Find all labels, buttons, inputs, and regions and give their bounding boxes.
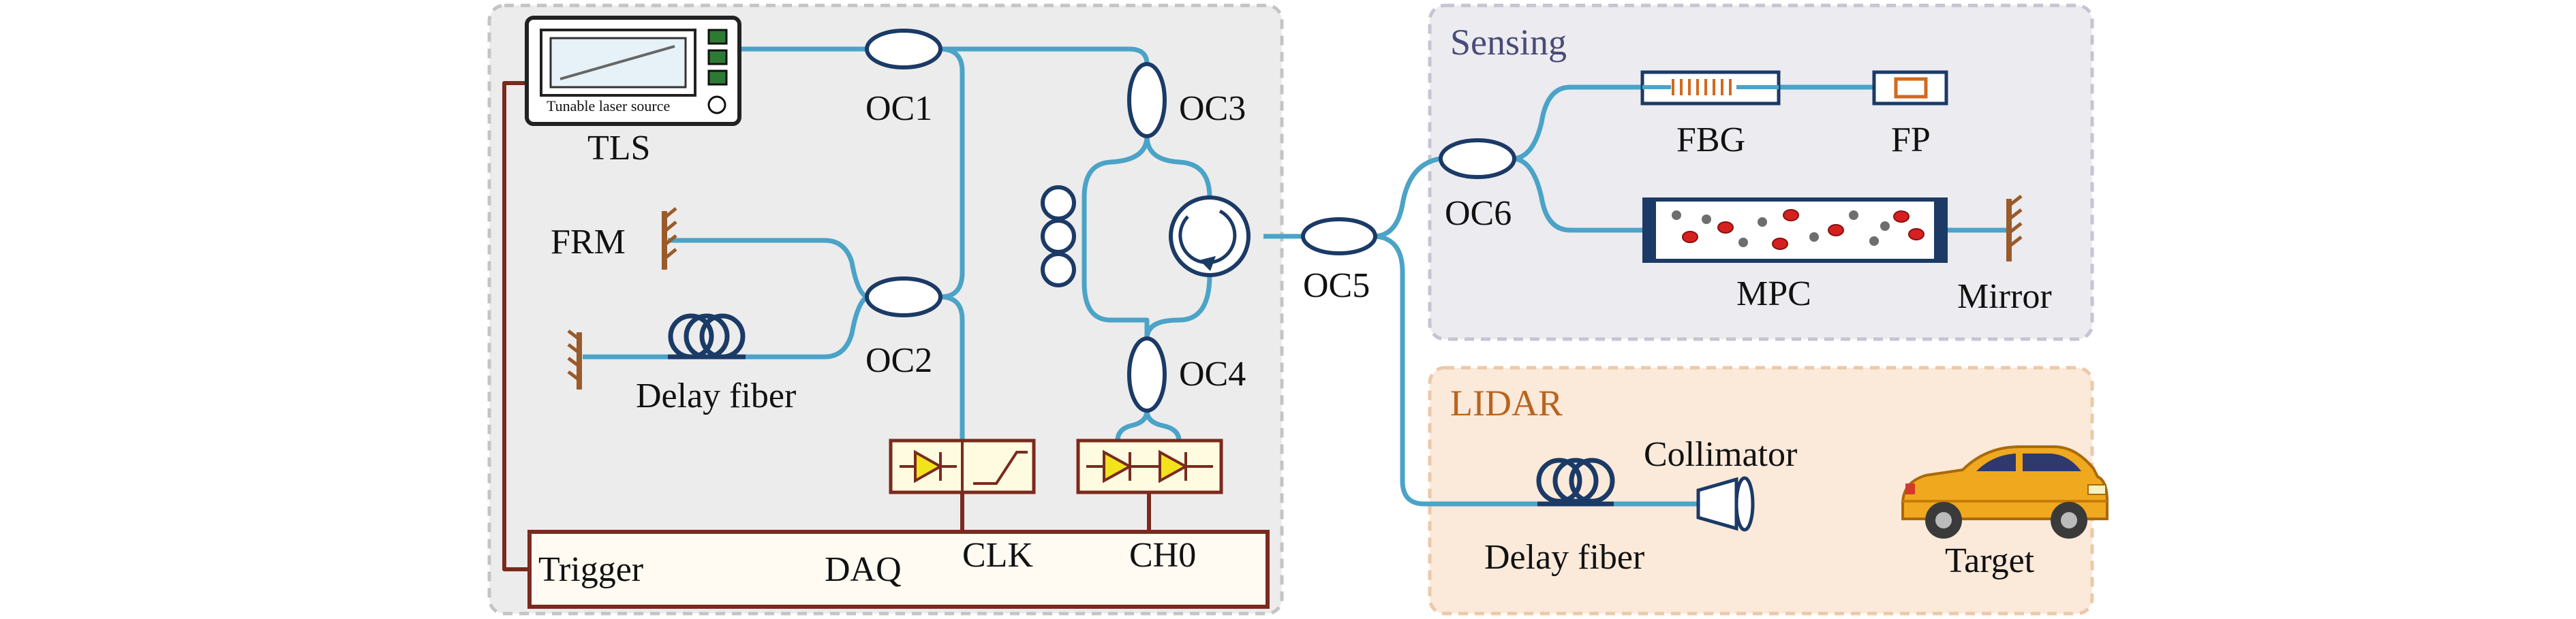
fbg-label: FBG [1676, 121, 1745, 159]
mpc-cell [1642, 197, 1948, 263]
mirror-label: Mirror [1957, 277, 2052, 316]
fiber-oc3-circ [1144, 136, 1212, 198]
coupler-oc6 [1439, 138, 1516, 179]
oc6-label: OC6 [1445, 194, 1512, 233]
fiber-oc6-mpc [1514, 156, 1642, 233]
coupler-oc2 [865, 276, 942, 317]
ch0-balanced-detector [1076, 439, 1223, 494]
fiber-oc4-ch0b [1144, 410, 1182, 441]
oc2-label: OC2 [865, 341, 932, 380]
collimator [1696, 476, 1755, 532]
oc4-label: OC4 [1179, 355, 1246, 394]
frm-label: FRM [551, 223, 626, 261]
fiber-oc3-coil [1082, 136, 1150, 338]
lidar-panel [1428, 366, 2094, 616]
daq-box [527, 530, 1270, 609]
mirror [2006, 195, 2023, 261]
fbg-sensor [1640, 70, 1781, 106]
polarization-controller [1041, 185, 1076, 287]
tls-panel-label: Tunable laser source [547, 97, 670, 114]
mpc-label: MPC [1736, 274, 1811, 313]
sensing-title: Sensing [1450, 22, 1567, 63]
fiber-oc2-clk [940, 294, 965, 441]
fp-label: FP [1891, 121, 1931, 159]
fiber-oc1-oc3 [940, 46, 1150, 65]
fiber-oc5-lidar [1375, 234, 1537, 507]
fiber-oc4-ch0a [1115, 410, 1150, 441]
frm-mirror [662, 207, 677, 270]
circulator [1169, 195, 1251, 277]
fiber-oc6-fbg [1514, 84, 1642, 161]
ch0-label: CH0 [1129, 536, 1196, 575]
tunable-laser-source: Tunable laser source [525, 16, 741, 126]
fiber-frm-oc2 [668, 238, 868, 300]
trigger-label: Trigger [538, 550, 643, 589]
coupler-oc4 [1127, 336, 1167, 413]
coupler-oc1 [865, 29, 942, 69]
clk-detector [889, 439, 1036, 494]
clk-label: CLK [962, 536, 1033, 575]
left-delay-fiber-label: Delay fiber [636, 377, 796, 415]
target-car-icon [1901, 445, 2109, 539]
coupler-oc3 [1127, 62, 1167, 138]
oc1-label: OC1 [865, 89, 932, 128]
daq-label: DAQ [825, 550, 902, 589]
lidar-delay-fiber-label: Delay fiber [1484, 538, 1644, 577]
fiber-oc5-oc6 [1375, 156, 1441, 239]
collimator-label: Collimator [1644, 435, 1797, 474]
coupler-oc5 [1301, 217, 1377, 255]
lidar-delay-fiber-coil [1536, 458, 1615, 507]
target-label: Target [1945, 541, 2035, 580]
trigger-wire [502, 81, 530, 571]
fp-sensor [1872, 70, 1948, 106]
lidar-title: LIDAR [1450, 383, 1563, 424]
end-mirror [567, 330, 582, 390]
fiber-circ-oc4 [1144, 274, 1212, 339]
oc5-label: OC5 [1303, 266, 1370, 305]
tls-label: TLS [587, 129, 650, 168]
delay-fiber-coil [668, 313, 746, 360]
fiber-delay-oc2 [583, 295, 869, 360]
oc3-label: OC3 [1179, 89, 1246, 128]
